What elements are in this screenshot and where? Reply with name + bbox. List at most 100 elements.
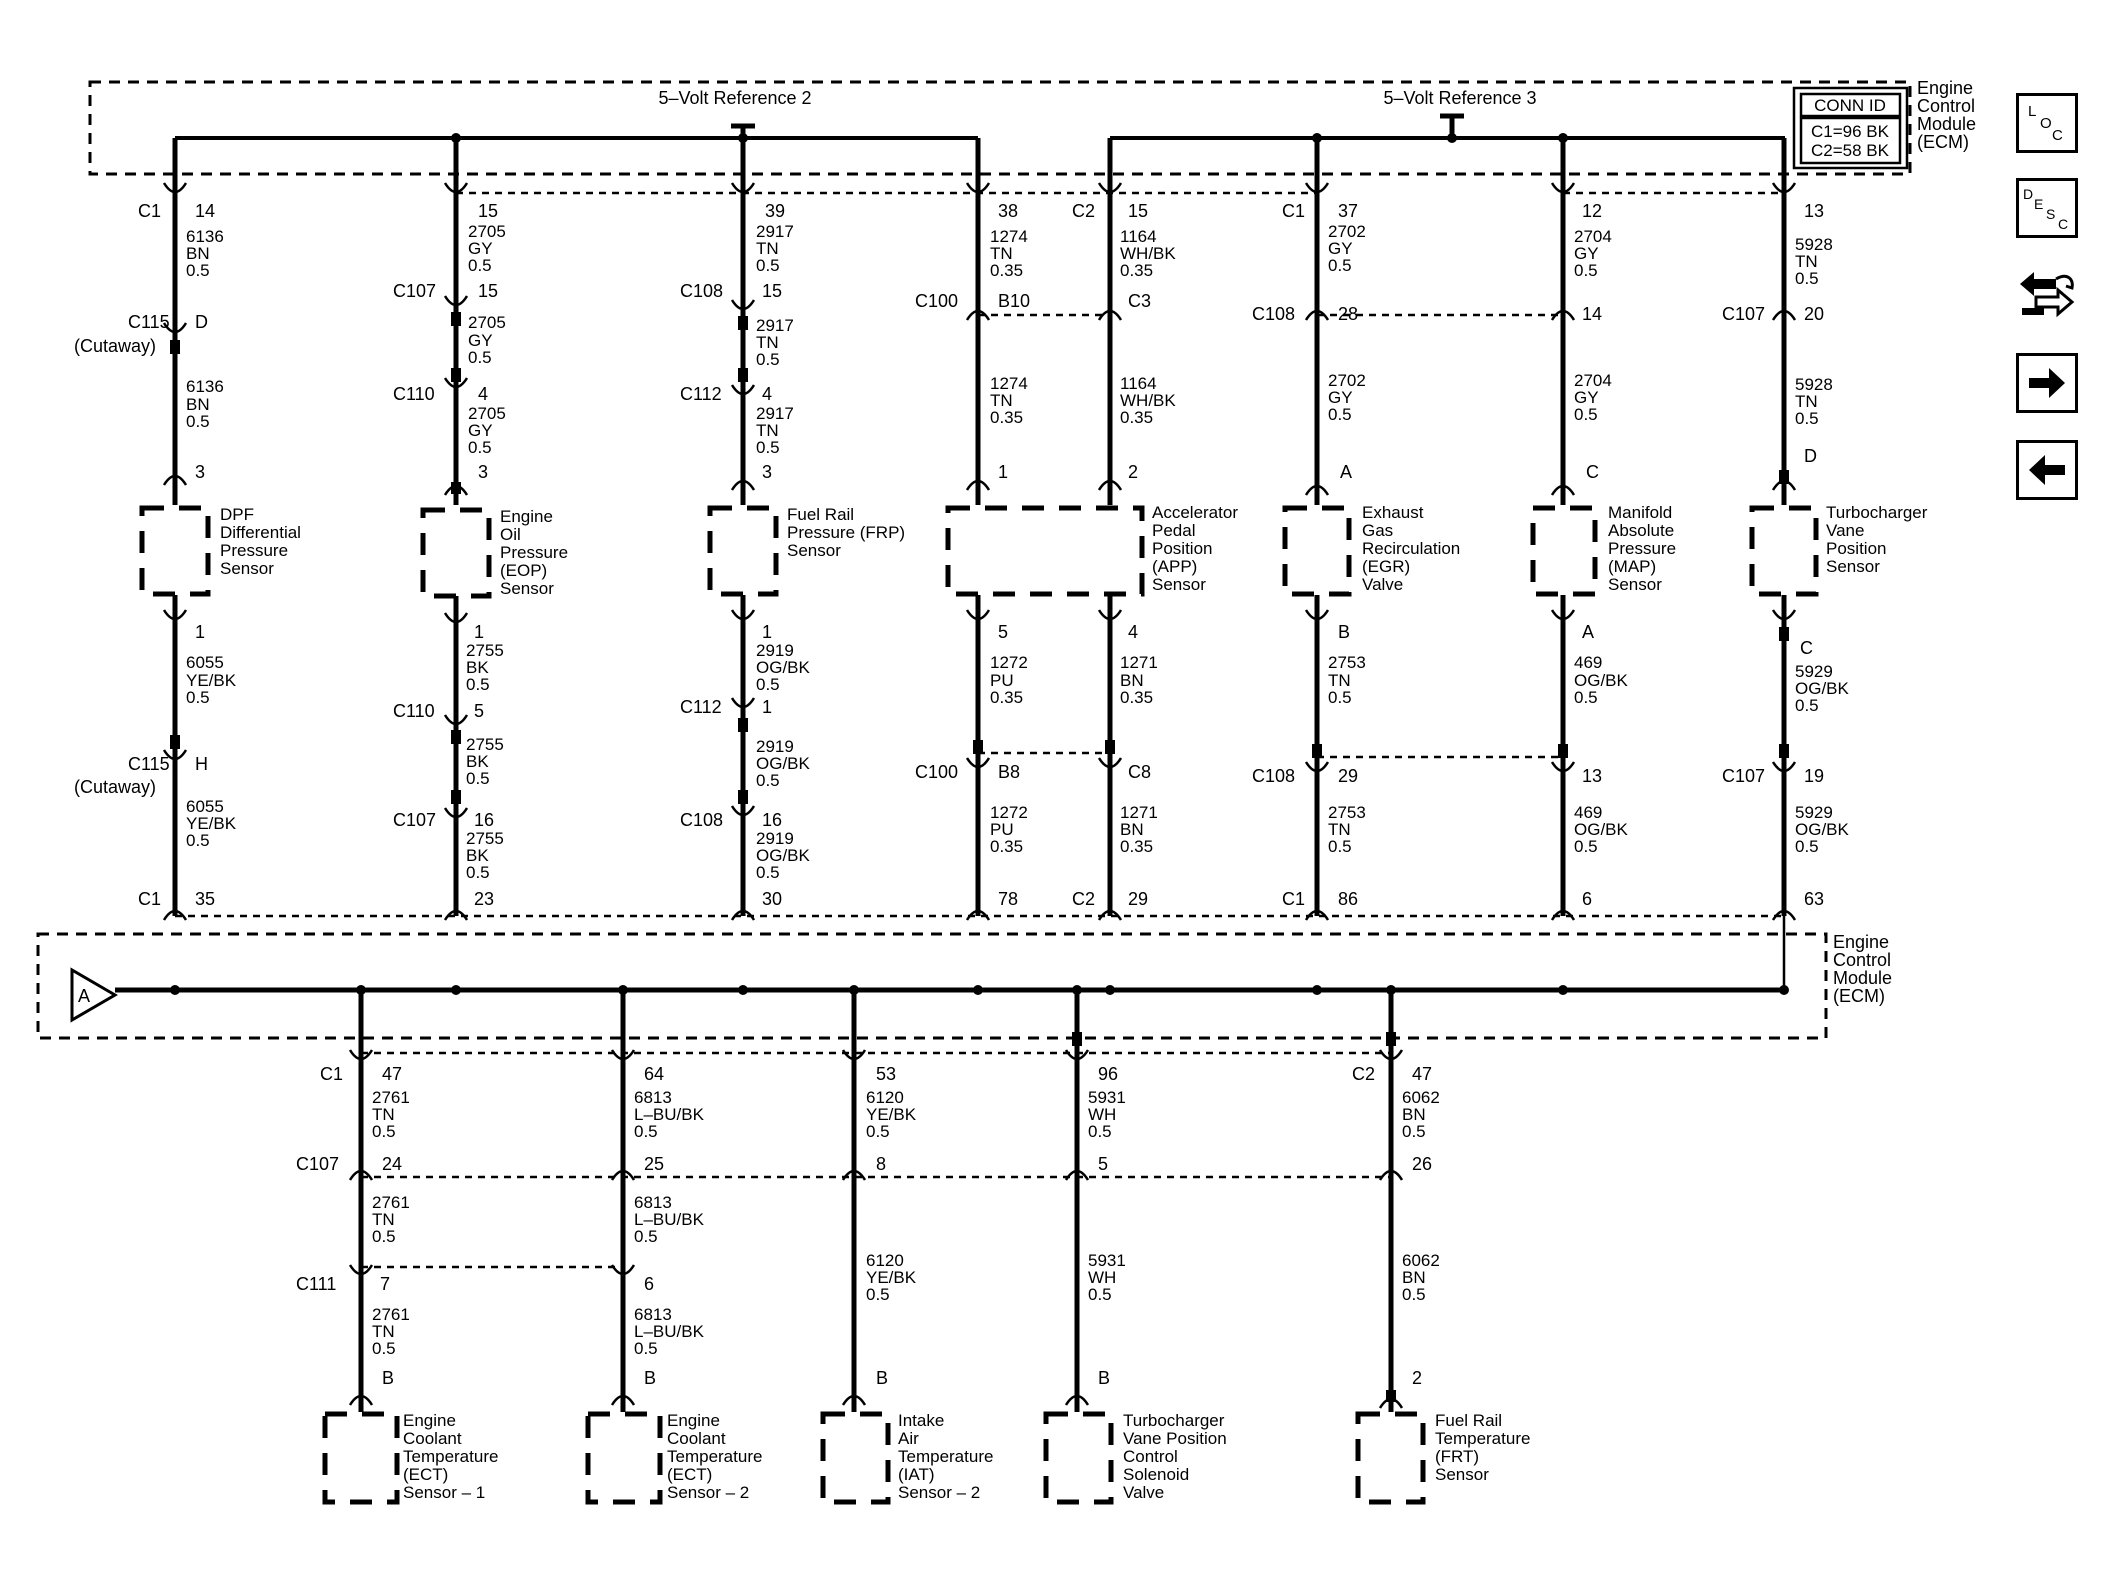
svg-text:2753: 2753 [1328,653,1366,672]
svg-text:WH: WH [1088,1268,1116,1287]
svg-text:C107: C107 [393,281,436,301]
conn-id-box: CONN ID C1=96 BK C2=58 BK [1792,86,1909,170]
svg-text:0.5: 0.5 [468,256,492,275]
ground-reference-symbol: A [70,967,118,1023]
svg-text:Engine: Engine [500,507,553,526]
svg-text:A: A [1340,462,1352,482]
svg-text:C107: C107 [296,1154,339,1174]
svg-text:C108: C108 [680,281,723,301]
connector-c8: C8 1271 BN 0.35 [1097,740,1158,856]
svg-text:0.5: 0.5 [634,1339,658,1358]
svg-text:2702: 2702 [1328,222,1366,241]
svg-text:C2=58 BK: C2=58 BK [1811,141,1890,160]
svg-text:0.5: 0.5 [372,1339,396,1358]
svg-text:OG/BK: OG/BK [756,846,811,865]
svg-text:Sensor: Sensor [787,541,841,560]
svg-text:(IAT): (IAT) [898,1465,935,1484]
svg-text:35: 35 [195,889,215,909]
svg-text:2919: 2919 [756,829,794,848]
turbo-position-sensor-label: Turbocharger Vane Position Sensor [1826,503,1928,576]
svg-text:TN: TN [1795,392,1818,411]
svg-text:15: 15 [1128,201,1148,221]
svg-text:GY: GY [1328,388,1353,407]
circuit-app-a: 38 1274 TN 0.35 C100 B10 1274 TN 0.35 1 … [915,138,1030,921]
svg-text:96: 96 [1098,1064,1118,1084]
svg-text:O: O [2040,115,2052,132]
svg-text:Module: Module [1917,114,1976,134]
loc-icon[interactable]: L O C [2016,93,2078,153]
svg-text:2753: 2753 [1328,803,1366,822]
frt-sensor-body [1355,1411,1426,1505]
svg-text:C107: C107 [1722,304,1765,324]
turbo-solenoid-label: Turbocharger Vane Position Control Solen… [1123,1411,1227,1502]
svg-text:20: 20 [1804,304,1824,324]
ecm-bottom: Engine Control Module (ECM) A [36,900,1892,1040]
svg-text:Accelerator: Accelerator [1152,503,1238,522]
svg-text:BN: BN [1120,820,1144,839]
egr-valve-body [1282,505,1352,597]
back-arrow-icon[interactable] [2016,440,2078,500]
svg-text:BN: BN [186,244,210,263]
svg-text:C: C [1586,462,1599,482]
svg-text:Position: Position [1152,539,1212,558]
ect1-sensor-body [322,1411,400,1505]
svg-text:0.5: 0.5 [1328,688,1352,707]
svg-text:GY: GY [468,421,493,440]
svg-text:1: 1 [195,622,205,642]
svg-text:2917: 2917 [756,404,794,423]
map-sensor-body [1530,505,1598,597]
svg-text:A: A [1582,622,1594,642]
circuit-eop: 15 2705 GY 0.5 C107 15 2705 GY 0.5 C110 … [393,138,568,921]
svg-text:Valve: Valve [1123,1483,1164,1502]
svg-text:PU: PU [990,820,1014,839]
connector-repair-icon[interactable] [2016,262,2078,324]
svg-text:Sensor: Sensor [500,579,554,598]
svg-text:B10: B10 [998,291,1030,311]
circuit-app-b: C2 15 1164 WH/BK 0.35 C3 1164 WH/BK 0.35… [1072,138,1238,921]
svg-text:78: 78 [998,889,1018,909]
svg-text:BN: BN [1120,671,1144,690]
svg-text:C112: C112 [680,697,722,717]
svg-text:C1: C1 [1282,201,1305,221]
map-sensor-label: Manifold Absolute Pressure (MAP) Sensor [1608,503,1676,594]
svg-text:C1=96 BK: C1=96 BK [1811,122,1890,141]
svg-text:E: E [2034,196,2043,212]
svg-text:0.5: 0.5 [1088,1285,1112,1304]
svg-text:L–BU/BK: L–BU/BK [634,1105,705,1124]
svg-text:(ECT): (ECT) [667,1465,712,1484]
svg-text:(MAP): (MAP) [1608,557,1656,576]
ect1-sensor-label: Engine Coolant Temperature (ECT) Sensor … [403,1411,498,1502]
svg-text:Oil: Oil [500,525,521,544]
svg-text:Sensor – 1: Sensor – 1 [403,1483,485,1502]
svg-text:2917: 2917 [756,316,794,335]
circuit-map: 12 2704 GY 0.5 14 2704 GY 0.5 C Manifold… [1530,138,1676,921]
svg-text:1164: 1164 [1120,227,1157,246]
svg-text:38: 38 [998,201,1018,221]
connector-c110-5: C110 5 2755 BK 0.5 [393,701,504,788]
svg-text:16: 16 [474,810,494,830]
svg-text:1164: 1164 [1120,374,1157,393]
svg-text:C110: C110 [393,701,435,721]
svg-text:1274: 1274 [990,374,1028,393]
svg-text:Sensor – 2: Sensor – 2 [898,1483,980,1502]
svg-text:16: 16 [762,810,782,830]
svg-text:Pressure: Pressure [500,543,568,562]
svg-text:Air: Air [898,1429,919,1448]
svg-text:(EGR): (EGR) [1362,557,1410,576]
svg-text:Exhaust: Exhaust [1362,503,1424,522]
svg-text:C1: C1 [1282,889,1305,909]
desc-icon[interactable]: D E S C [2016,178,2078,238]
svg-text:C2: C2 [1352,1064,1375,1084]
svg-text:DPF: DPF [220,505,254,524]
svg-text:0.35: 0.35 [990,688,1023,707]
svg-text:29: 29 [1338,766,1358,786]
svg-text:Sensor: Sensor [1608,575,1662,594]
svg-text:GY: GY [1574,388,1599,407]
svg-text:Coolant: Coolant [403,1429,462,1448]
svg-text:C115: C115 [128,754,170,774]
svg-text:TN: TN [1328,820,1351,839]
svg-text:2704: 2704 [1574,227,1612,246]
next-arrow-icon[interactable] [2016,353,2078,413]
svg-text:0.35: 0.35 [1120,688,1153,707]
app-sensor-label: Accelerator Pedal Position (APP) Sensor [1152,503,1238,594]
